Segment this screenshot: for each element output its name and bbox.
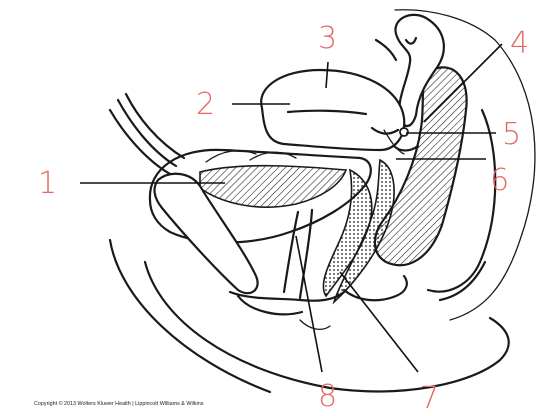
label-8: 8 bbox=[318, 379, 337, 414]
urethra-vagina bbox=[282, 158, 395, 305]
label-6: 6 bbox=[490, 163, 509, 198]
perineum bbox=[228, 274, 408, 331]
leader-8 bbox=[295, 235, 323, 373]
copyright-credit: Copyright © 2013 Wolters Kluwer Health |… bbox=[34, 401, 204, 407]
cervix bbox=[392, 127, 420, 152]
uterus bbox=[260, 68, 406, 155]
sacrum bbox=[426, 108, 497, 302]
leader-lines bbox=[80, 43, 503, 373]
leader-7 bbox=[339, 271, 419, 373]
label-1: 1 bbox=[38, 166, 57, 201]
leader-4 bbox=[423, 43, 503, 123]
label-4: 4 bbox=[510, 26, 529, 61]
number-labels: 1 2 3 4 5 6 7 8 bbox=[38, 21, 529, 416]
pubic-bone bbox=[108, 92, 259, 295]
rectum bbox=[373, 66, 468, 267]
label-7: 7 bbox=[420, 381, 439, 416]
body-outline bbox=[108, 9, 536, 394]
label-5: 5 bbox=[502, 117, 521, 152]
label-2: 2 bbox=[196, 87, 215, 122]
leader-3 bbox=[325, 61, 329, 89]
label-3: 3 bbox=[318, 21, 337, 56]
intestine-loops bbox=[374, 13, 445, 127]
